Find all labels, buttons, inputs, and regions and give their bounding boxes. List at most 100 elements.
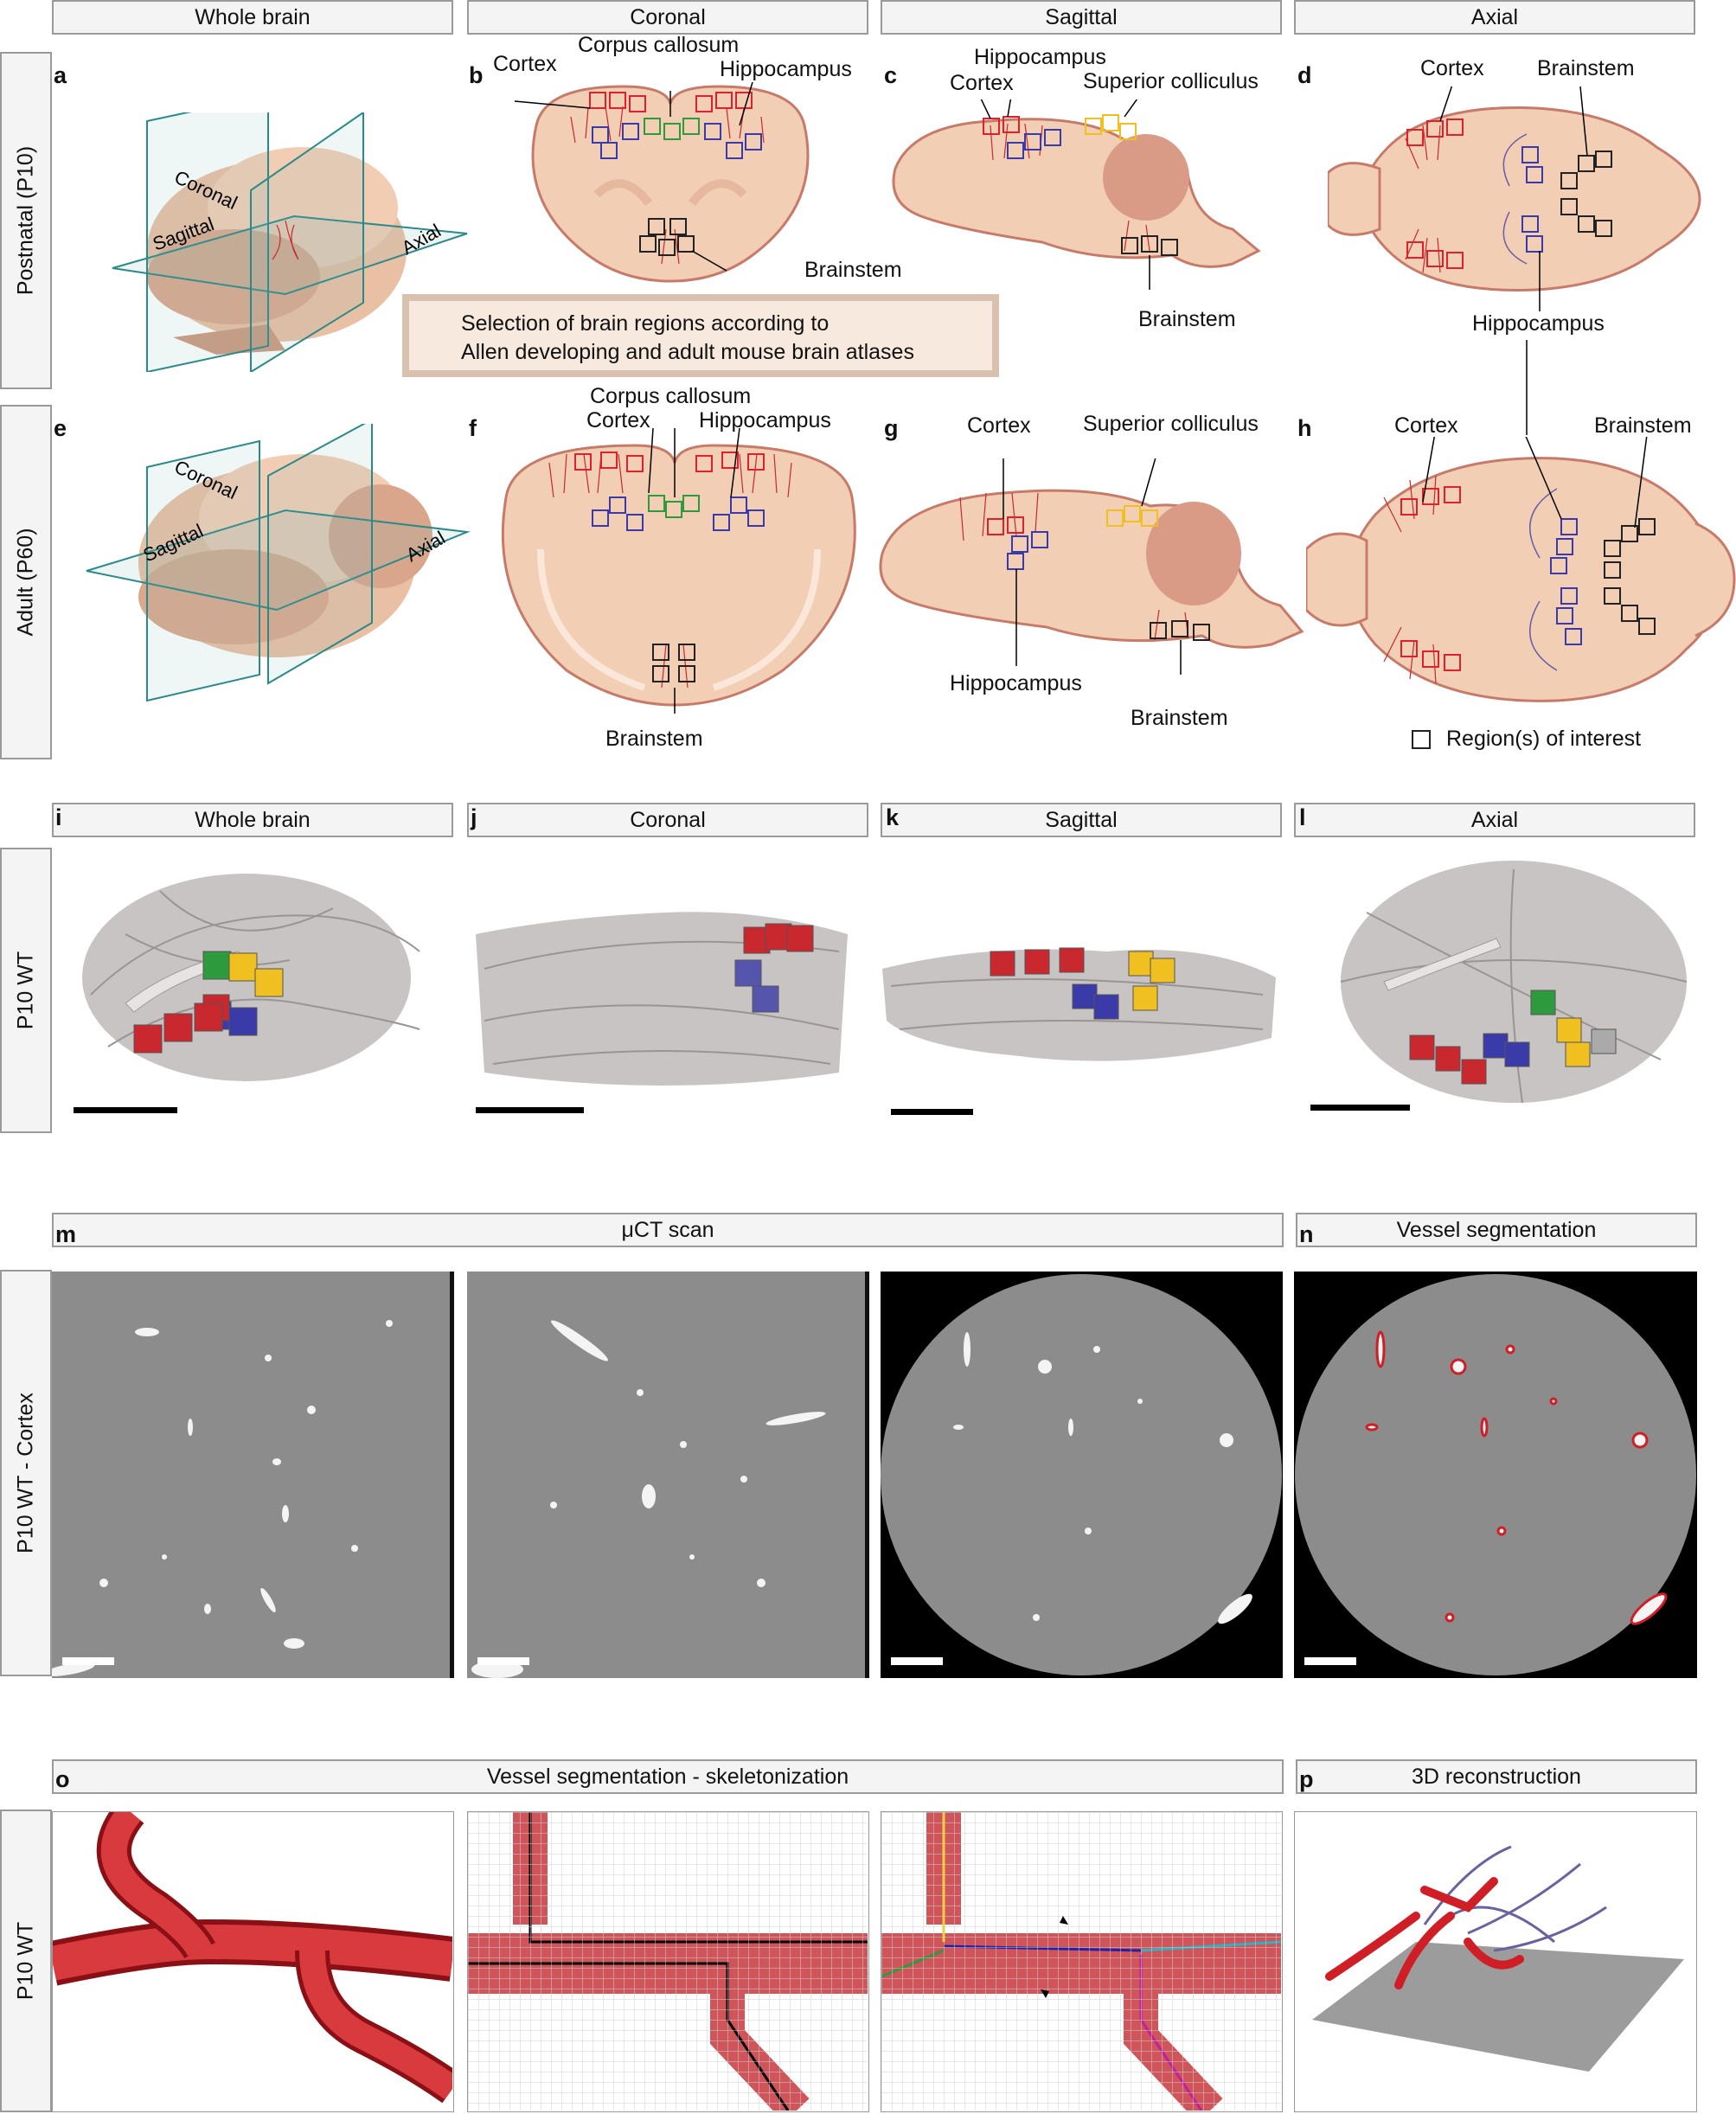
- uct-slice-2: [467, 1272, 869, 1678]
- panel-letter-k: k: [886, 804, 900, 830]
- label-c-superior-colliculus: Superior colliculus: [1083, 69, 1259, 93]
- vasculature-sagittal: [882, 947, 1276, 1061]
- sagittal-section-p10: [892, 99, 1261, 290]
- label-b-hippocampus: Hippocampus: [720, 57, 852, 81]
- uct-slice-2-vessels: [467, 1272, 869, 1678]
- panel-e-brain-planes: Coronal Sagittal Axial: [78, 424, 476, 709]
- vasculature-whole-brain: [82, 874, 420, 1081]
- arrowhead-icon: [1041, 1989, 1049, 1998]
- uct-segmentation-vessels: [1294, 1272, 1697, 1678]
- label-d-hippocampus: Hippocampus: [1472, 311, 1605, 336]
- panel-letter-l: l: [1299, 804, 1306, 830]
- uct-slice-1-vessels: [52, 1272, 454, 1678]
- vasculature-coronal: [476, 912, 848, 1086]
- panel-letter-m: m: [55, 1221, 77, 1247]
- header-o-skeletonization: Vessel segmentation - skeletonization: [52, 1759, 1284, 1794]
- panel-k-vasculature-sagittal: [882, 917, 1280, 1115]
- uct-slice-1: [52, 1272, 454, 1678]
- panel-letter-a: a: [54, 62, 67, 88]
- voxel-grid-skeleton-colored: [881, 1812, 1281, 2111]
- coronal-section-p10: [514, 81, 810, 283]
- panel-a-brain-planes: Coronal Sagittal Axial: [78, 112, 476, 372]
- label-b-brainstem: Brainstem: [804, 258, 902, 282]
- arrowhead-icon: [1060, 1916, 1068, 1925]
- header-axial: Axial: [1294, 0, 1695, 35]
- label-b-corpus-callosum: Corpus callosum: [578, 33, 740, 57]
- scale-bar-m3: [891, 1657, 943, 1665]
- label-b-cortex: Cortex: [493, 52, 557, 76]
- header-sagittal: Sagittal: [881, 0, 1282, 35]
- sagittal-section-adult: [879, 458, 1304, 675]
- label-f-hippocampus: Hippocampus: [699, 408, 831, 432]
- scale-bar-n: [1304, 1657, 1356, 1665]
- panel-letter-g: g: [884, 415, 899, 441]
- panel-c-sagittal-p10: [887, 99, 1267, 290]
- panel-o-vessel-illustration: [52, 1811, 454, 2112]
- side-label-p10-wt-row4: P10 WT: [0, 1810, 52, 2112]
- label-g-cortex: Cortex: [967, 413, 1031, 438]
- legend-roi: Region(s) of interest: [1412, 727, 1641, 752]
- header-l-axial: Axial: [1294, 803, 1695, 837]
- label-h-brainstem: Brainstem: [1594, 413, 1692, 438]
- label-d-cortex: Cortex: [1420, 56, 1484, 80]
- scale-bar-l: [1310, 1105, 1410, 1111]
- side-label-p10-wt-row2: P10 WT: [0, 848, 52, 1133]
- scale-bar-k: [891, 1109, 973, 1115]
- panel-letter-b: b: [469, 62, 484, 88]
- vasculature-axial: [1340, 861, 1688, 1104]
- scale-bar-m2: [477, 1657, 529, 1665]
- axial-section-p10: [1328, 86, 1701, 311]
- panel-b-coronal-p10: [493, 74, 856, 298]
- label-g-brainstem: Brainstem: [1131, 706, 1228, 730]
- brain-planes-illustration-adult: Coronal Sagittal Axial: [86, 424, 471, 702]
- connector-line-hippocampus: [1526, 340, 1528, 435]
- vessel-tube-illustration: [53, 1812, 452, 2104]
- label-c-cortex: Cortex: [950, 71, 1014, 95]
- label-g-superior-colliculus: Superior colliculus: [1083, 412, 1259, 436]
- panel-letter-p: p: [1299, 1766, 1314, 1792]
- panel-h-axial-adult: [1306, 437, 1736, 722]
- header-whole-brain: Whole brain: [52, 0, 453, 35]
- panel-letter-f: f: [469, 415, 477, 441]
- header-k-sagittal: Sagittal: [881, 803, 1282, 837]
- label-f-brainstem: Brainstem: [605, 727, 703, 751]
- header-p-3d-reconstruction: 3D reconstruction: [1296, 1759, 1697, 1794]
- panel-letter-h: h: [1297, 415, 1312, 441]
- label-f-corpus-callosum: Corpus callosum: [590, 384, 752, 408]
- uct-segmentation: [1294, 1272, 1697, 1678]
- plane-label-axial: Axial: [398, 220, 445, 259]
- panel-p-3d-reconstruction: [1294, 1811, 1697, 2112]
- label-c-brainstem: Brainstem: [1138, 307, 1236, 331]
- voxel-grid-skeleton: [468, 1812, 868, 2111]
- axial-section-adult: [1306, 437, 1736, 702]
- panel-o-voxel-grid-colored: [881, 1811, 1283, 2112]
- side-label-p10-wt-cortex: P10 WT - Cortex: [0, 1270, 52, 1676]
- scale-bar-i: [74, 1107, 177, 1113]
- header-m-uct-scan: μCT scan: [52, 1213, 1284, 1247]
- side-label-postnatal: Postnatal (P10): [0, 52, 52, 389]
- panel-l-vasculature-axial: [1297, 852, 1704, 1120]
- panel-letter-i: i: [55, 804, 62, 830]
- brain-planes-illustration: Coronal Sagittal Axial: [112, 112, 468, 372]
- legend-square-icon: [1412, 729, 1431, 749]
- uct-slice-3: [881, 1272, 1283, 1678]
- panel-letter-j: j: [471, 804, 477, 830]
- label-d-brainstem: Brainstem: [1537, 56, 1635, 80]
- panel-j-vasculature-coronal: [476, 900, 856, 1113]
- scale-bar-j: [476, 1107, 584, 1113]
- label-c-hippocampus: Hippocampus: [974, 45, 1106, 69]
- panel-letter-d: d: [1297, 62, 1312, 88]
- label-h-cortex: Cortex: [1394, 413, 1458, 438]
- panel-letter-n: n: [1299, 1221, 1314, 1247]
- scale-bar-m1: [62, 1657, 114, 1665]
- label-g-hippocampus: Hippocampus: [950, 671, 1082, 695]
- panel-letter-e: e: [54, 415, 67, 441]
- coronal-section-adult: [501, 428, 856, 714]
- side-label-adult: Adult (P60): [0, 405, 52, 759]
- panel-letter-o: o: [55, 1766, 70, 1792]
- header-i-whole-brain: Whole brain: [52, 803, 453, 837]
- vessel-3d-reconstruction: [1312, 1845, 1684, 2072]
- panel-g-sagittal-adult: [874, 458, 1306, 675]
- panel-f-coronal-adult: [489, 428, 869, 714]
- panel-o-voxel-grid: [467, 1811, 869, 2112]
